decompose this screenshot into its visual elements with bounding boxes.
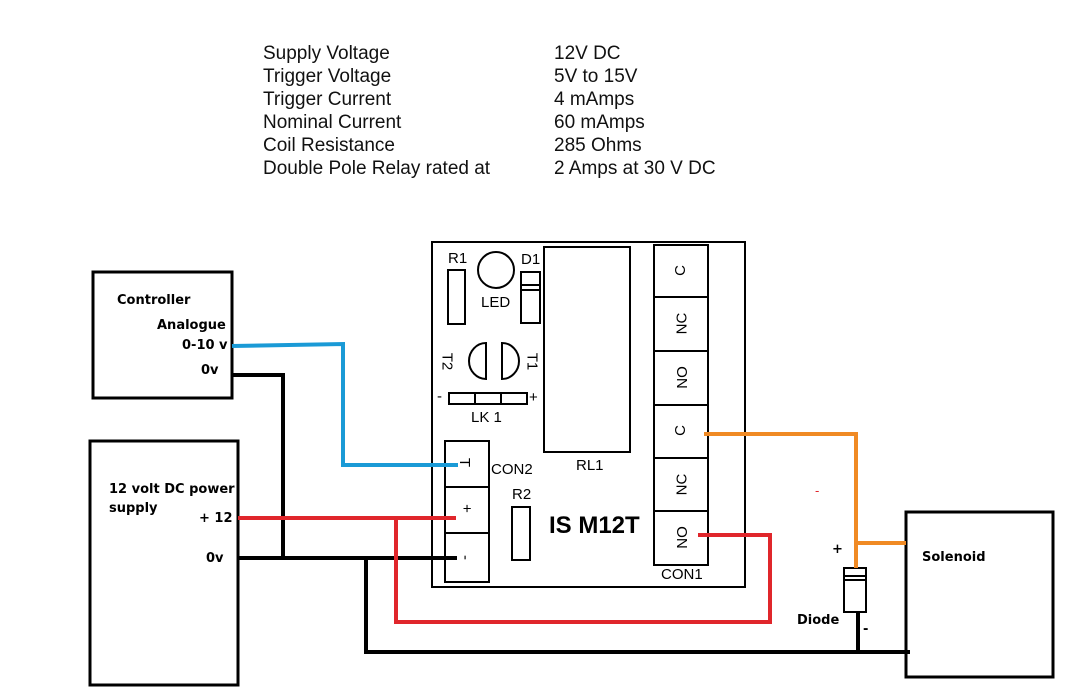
spec-value: 4 mAmps [554, 89, 635, 110]
psu-title: 12 volt DC power [109, 482, 235, 497]
lk1-label: LK 1 [471, 409, 502, 426]
spec-value: 12V DC [554, 43, 621, 64]
spec-label: Coil Resistance [263, 135, 395, 156]
d1-diode [520, 271, 541, 324]
t2-label: T2 [438, 352, 456, 371]
black-wire-controller-0v [232, 373, 285, 558]
board-model-label: IS M12T [549, 512, 640, 539]
con1-terminal-nc: NC [673, 473, 691, 496]
con1-terminal-nc: NC [673, 312, 691, 335]
con1-terminal-no: NO [673, 366, 691, 389]
diode-body [843, 567, 867, 613]
spec-label: Trigger Voltage [263, 66, 392, 87]
led-label: LED [481, 294, 511, 311]
psu-box [88, 439, 240, 687]
red-wire-no [394, 518, 772, 624]
orange-wire-c [704, 432, 858, 568]
rl1-relay [543, 246, 631, 453]
con1-terminal-no: NO [673, 526, 691, 549]
controller-0v-label: 0v [201, 363, 219, 378]
controller-range-label: 0-10 v [182, 338, 228, 353]
psu-plus12-label: + 12 [199, 511, 233, 526]
lk1-link [448, 392, 528, 405]
spec-label: Trigger Current [263, 89, 392, 110]
con1-terminal-c: C [671, 425, 689, 436]
spec-value: 5V to 15V [554, 66, 638, 87]
solenoid-title: Solenoid [922, 550, 986, 565]
diode-minus-label: - [863, 622, 869, 637]
controller-title: Controller [117, 293, 191, 308]
con2-terminal-minus: - [457, 555, 474, 560]
d1-label: D1 [521, 251, 541, 268]
lk-minus-label: - [437, 388, 442, 405]
lk-plus-label: + [529, 389, 538, 406]
led-icon [477, 251, 515, 289]
psu-0v-label: 0v [206, 551, 224, 566]
solenoid-plus-label: + [832, 542, 843, 557]
controller-analogue-label: Analogue [157, 318, 226, 333]
con2-block [444, 440, 490, 583]
black-wire-return [364, 558, 910, 654]
spec-value: 60 mAmps [554, 112, 645, 133]
board-outline [431, 241, 746, 588]
r1-label: R1 [448, 250, 468, 267]
spec-label: Double Pole Relay rated at [263, 158, 491, 179]
solenoid-box [904, 510, 1055, 679]
con2-terminal-t: T [456, 457, 474, 468]
controller-box [91, 270, 234, 400]
stray-mark: - [815, 483, 820, 498]
con2-terminal-plus: + [457, 504, 475, 513]
r2-resistor [511, 506, 531, 561]
con1-label: CON1 [661, 566, 703, 583]
con1-terminal-c: C [671, 265, 689, 276]
r2-label: R2 [512, 486, 532, 503]
rl1-label: RL1 [576, 457, 604, 474]
psu-title-line2: supply [109, 501, 158, 516]
spec-label: Nominal Current [263, 112, 402, 133]
spec-label: Supply Voltage [263, 43, 390, 64]
blue-wire [231, 341, 458, 467]
t2-transistor [468, 341, 487, 381]
spec-value: 2 Amps at 30 V DC [554, 158, 716, 179]
con2-label: CON2 [491, 461, 533, 478]
t1-label: T1 [523, 352, 541, 371]
spec-value: 285 Ohms [554, 135, 642, 156]
r1-resistor [447, 269, 466, 325]
t1-transistor [501, 341, 520, 381]
diode-title: Diode [797, 613, 840, 628]
